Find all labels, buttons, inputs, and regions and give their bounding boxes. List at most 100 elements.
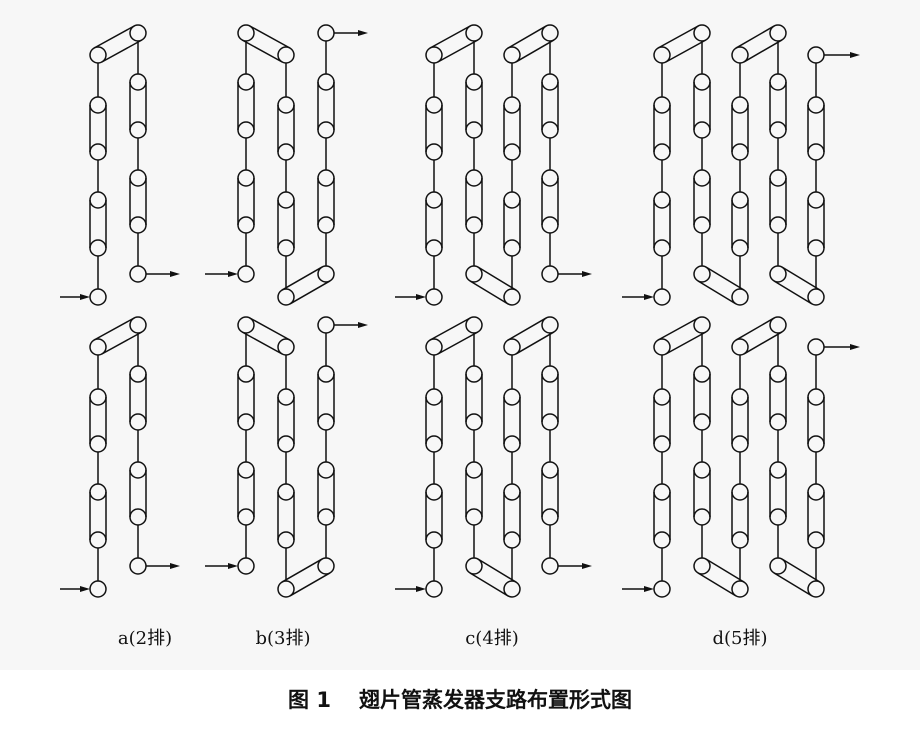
tube-circle xyxy=(465,24,483,42)
tube-circle xyxy=(317,508,335,526)
u-bend xyxy=(731,492,749,540)
tube-circle xyxy=(465,557,483,575)
tube-circle xyxy=(425,143,443,161)
u-bend xyxy=(429,25,479,63)
tube-circle xyxy=(465,413,483,431)
tube-circle xyxy=(89,143,107,161)
tube-circle xyxy=(503,239,521,257)
u-bend xyxy=(541,374,559,422)
tube-circle xyxy=(129,24,147,42)
u-bend xyxy=(277,397,295,444)
tube-circle xyxy=(89,388,107,406)
tube-circle xyxy=(317,365,335,383)
tube-circle xyxy=(89,338,107,356)
arrow-right-icon xyxy=(582,563,592,569)
tube-circle xyxy=(693,316,711,334)
u-bend xyxy=(541,178,559,225)
u-bend xyxy=(241,25,291,63)
u-bend xyxy=(425,200,443,248)
layout-label-d: d(5排) xyxy=(712,628,768,649)
tube-circle xyxy=(653,96,671,114)
tube-circle xyxy=(731,483,749,501)
u-bend xyxy=(241,317,291,355)
u-bend xyxy=(129,470,147,517)
tube-circle xyxy=(503,580,521,598)
layout-label-c: c(4排) xyxy=(465,628,519,649)
tube-circle xyxy=(731,191,749,209)
tube-circle xyxy=(237,316,255,334)
tube-circle xyxy=(653,435,671,453)
tube-circle xyxy=(807,239,825,257)
u-bend xyxy=(425,105,443,152)
tube-circle xyxy=(693,365,711,383)
tube-circle xyxy=(503,435,521,453)
tube-circle xyxy=(465,316,483,334)
u-bend xyxy=(807,397,825,444)
arrow-right-icon xyxy=(358,30,368,36)
tube-circle xyxy=(277,531,295,549)
u-bend xyxy=(465,82,483,130)
u-bend xyxy=(735,25,783,63)
circuit-diagram xyxy=(60,24,860,598)
arrow-right-icon xyxy=(170,563,180,569)
u-bend xyxy=(93,317,143,355)
tube-circle xyxy=(693,557,711,575)
u-bend xyxy=(281,558,331,597)
tube-circle xyxy=(541,508,559,526)
tube-circle xyxy=(129,365,147,383)
u-bend xyxy=(429,317,479,355)
tube-circle xyxy=(425,46,443,64)
tube-circle xyxy=(89,531,107,549)
tube-circle xyxy=(769,461,787,479)
tube-circle xyxy=(541,169,559,187)
tube-circle xyxy=(277,435,295,453)
u-bend xyxy=(773,266,821,305)
u-bend xyxy=(89,105,107,152)
arrow-right-icon xyxy=(228,563,238,569)
tube-circle xyxy=(277,239,295,257)
tube-circle xyxy=(541,365,559,383)
u-bend xyxy=(89,200,107,248)
arrow-right-icon xyxy=(850,344,860,350)
tube-circle xyxy=(277,388,295,406)
u-bend xyxy=(129,178,147,225)
u-bend xyxy=(507,317,555,355)
tube-circle xyxy=(541,73,559,91)
tube-circle xyxy=(129,316,147,334)
tube-circle xyxy=(653,338,671,356)
u-bend xyxy=(731,397,749,444)
tube-circle xyxy=(503,338,521,356)
tube-circle xyxy=(89,435,107,453)
tube-circle xyxy=(653,580,671,598)
tube-circle xyxy=(731,239,749,257)
tube-circle xyxy=(237,413,255,431)
tube-circle xyxy=(237,216,255,234)
arrow-right-icon xyxy=(80,586,90,592)
arrow-right-icon xyxy=(416,294,426,300)
tube-circle xyxy=(503,388,521,406)
tube-circle xyxy=(89,239,107,257)
tube-circle xyxy=(129,216,147,234)
tube-circle xyxy=(317,265,335,283)
tube-circle xyxy=(425,435,443,453)
arrow-right-icon xyxy=(644,586,654,592)
tube-circle xyxy=(807,46,825,64)
tube-circle xyxy=(129,413,147,431)
arrow-right-icon xyxy=(358,322,368,328)
u-bend xyxy=(697,558,745,597)
figure-number: 图 1 xyxy=(288,688,331,712)
u-bend xyxy=(89,397,107,444)
u-bend xyxy=(541,82,559,130)
tube-circle xyxy=(541,316,559,334)
tube-circle xyxy=(89,46,107,64)
tube-circle xyxy=(731,388,749,406)
u-bend xyxy=(693,82,711,130)
tube-circle xyxy=(89,96,107,114)
u-bend xyxy=(653,397,671,444)
u-bend xyxy=(237,82,255,130)
tube-circle xyxy=(769,216,787,234)
tube-circle xyxy=(693,265,711,283)
tube-circle xyxy=(807,191,825,209)
u-bend xyxy=(317,82,335,130)
tube-circle xyxy=(541,461,559,479)
